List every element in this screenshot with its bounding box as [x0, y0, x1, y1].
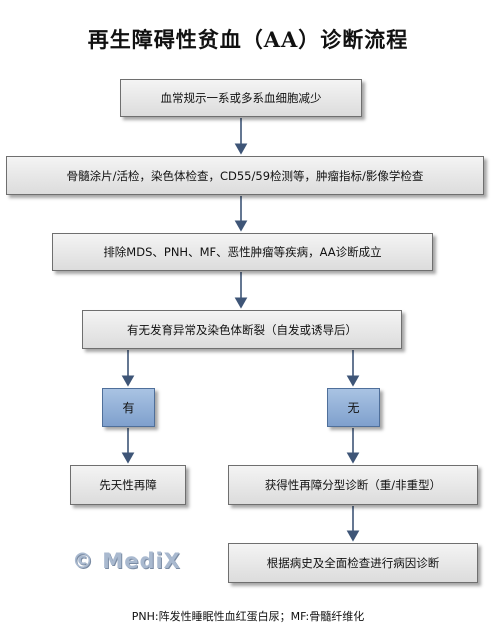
decision-no: 无 — [327, 388, 380, 427]
node-step3: 排除MDS、PNH、MF、恶性肿瘤等疾病，AA诊断成立 — [52, 233, 433, 271]
node-step2: 骨髓涂片/活检，染色体检查，CD55/59检测等，肿瘤指标/影像学检查 — [6, 156, 484, 195]
node-step1: 血常规示一系或多系血细胞减少 — [120, 79, 362, 117]
node-congenital: 先天性再障 — [70, 465, 186, 505]
page-title: 再生障碍性贫血（AA）诊断流程 — [87, 27, 409, 52]
footnote: PNH:阵发性睡眠性血红蛋白尿；MF:骨髓纤维化 — [131, 610, 365, 623]
decision-yes: 有 — [102, 388, 155, 427]
node-step4: 有无发育异常及染色体断裂（自发或诱导后） — [82, 310, 402, 349]
node-etiology: 根据病史及全面检查进行病因诊断 — [228, 543, 478, 583]
node-acquired: 获得性再障分型诊断（重/非重型） — [228, 465, 478, 505]
watermark-logo: © MediX — [72, 549, 181, 573]
